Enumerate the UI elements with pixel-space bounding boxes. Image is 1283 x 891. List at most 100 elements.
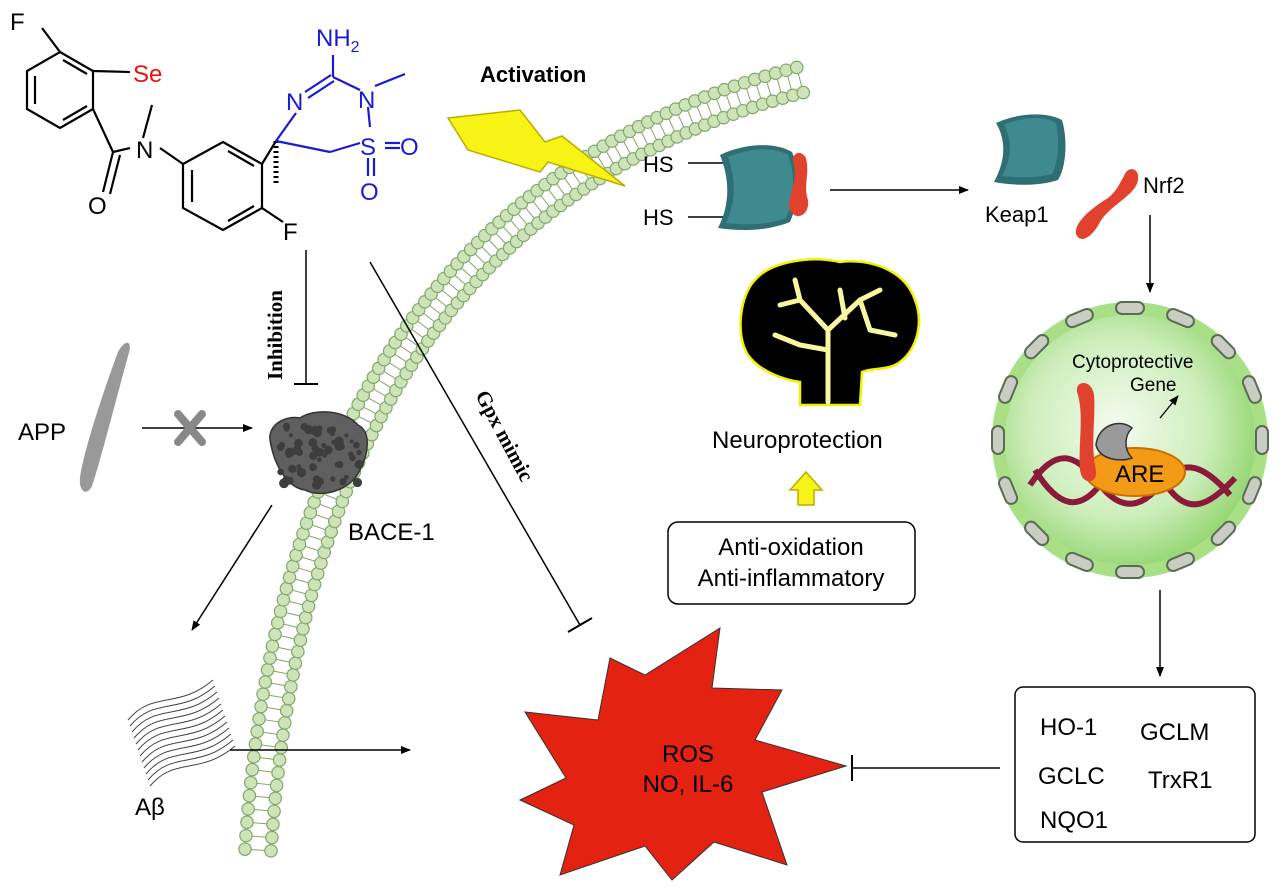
lipid-head (265, 639, 280, 653)
bace-texture-dot (288, 433, 293, 438)
lipid-head (266, 817, 280, 832)
nuclear-pore (1024, 520, 1050, 546)
gene-ho1: HO-1 (1040, 714, 1097, 741)
keap1-nrf2-complex (718, 145, 809, 230)
gpx-mimic-label: Gpx mimic (471, 386, 539, 485)
lipid-head (241, 802, 255, 816)
gene-nqo1: NQO1 (1040, 807, 1108, 834)
selenium-label: Se (133, 61, 162, 88)
nuclear-pore (1065, 551, 1094, 573)
abeta-strand (133, 697, 220, 739)
abeta-fibril (127, 679, 236, 787)
bace-texture-dot (309, 463, 317, 472)
bace-texture-dot (312, 480, 322, 490)
lipid-head (268, 791, 283, 806)
brain-icon (739, 258, 921, 407)
lipid-head (291, 644, 305, 659)
bace-texture-dot (326, 427, 334, 434)
nitrogen-ring-left-label: N (286, 89, 303, 116)
bace-texture-dot (309, 451, 318, 460)
nuclear-pore (1065, 307, 1094, 329)
abeta-strand (131, 691, 218, 733)
bace1-label: BACE-1 (348, 519, 435, 546)
bace-to-abeta-arrow (191, 504, 273, 631)
lipid-head (279, 581, 294, 596)
lipid-head (260, 663, 275, 677)
lipid-head (273, 604, 288, 619)
lipid-head (270, 615, 285, 630)
abeta-strand (141, 721, 228, 763)
nuclear-pore (1241, 375, 1263, 404)
lipid-head (252, 712, 266, 726)
bace-texture-dot (330, 476, 336, 482)
lipid-head (265, 830, 279, 845)
nrf2-protein (1075, 169, 1139, 239)
lipid-head (256, 687, 270, 702)
abeta-strand (129, 685, 216, 727)
app-label: APP (18, 419, 66, 446)
lipid-head (276, 728, 290, 742)
lipid-head (258, 675, 273, 689)
nitrogen-ring-right-label: N (358, 87, 375, 114)
lipid-head (284, 679, 298, 694)
gene-trxr1: TrxR1 (1148, 767, 1212, 794)
benzene-ring-right (181, 140, 264, 232)
lipid-head (274, 740, 289, 755)
bace-texture-dot (344, 433, 349, 438)
anti-effects-box (667, 521, 916, 605)
are-label: ARE (1115, 461, 1164, 488)
lipid-head (268, 627, 282, 642)
bace-texture-dot (288, 464, 297, 473)
lipid-head (279, 703, 294, 718)
lipid-head (254, 699, 268, 714)
bace-texture-dot (352, 477, 363, 488)
ros-label: ROS (662, 741, 714, 768)
bace-texture-dot (321, 443, 327, 448)
bace-texture-dot (356, 449, 362, 456)
nuclear-pore (1255, 425, 1269, 455)
cytoprotective-label: Cytoprotective (1072, 352, 1193, 373)
lipid-head (264, 844, 278, 858)
keap1-protein (994, 114, 1066, 185)
bace-texture-dot (300, 423, 309, 431)
ros-star (518, 627, 848, 881)
bace-texture-dot (297, 467, 307, 478)
fluoro-label-top: F (10, 9, 25, 36)
bace-texture-dot (334, 461, 341, 468)
bace-texture-dot (353, 441, 360, 449)
activation-label: Activation (480, 62, 586, 87)
lipid-head (248, 737, 263, 751)
lipid-head (272, 753, 287, 767)
amine-label: NH2 (316, 25, 360, 56)
lipid-head (243, 775, 258, 790)
bace-texture-dot (323, 445, 333, 455)
nuclear-pore (1115, 301, 1145, 315)
bace-texture-dot (285, 451, 292, 458)
bace-texture-dot (339, 478, 347, 486)
neuroprotection-label: Neuroprotection (712, 427, 883, 454)
keap1-label: Keap1 (985, 202, 1049, 227)
nuclear-pore (1024, 334, 1050, 360)
sulfur-label: S (360, 134, 376, 161)
bace-texture-dot (285, 476, 294, 485)
genes-box (1014, 686, 1256, 843)
anti-oxidation-label: Anti-oxidation (718, 534, 863, 561)
inhibition-label: Inhibition (263, 290, 287, 380)
abeta-strand (127, 679, 214, 721)
lipid-head (246, 750, 261, 764)
oxygen-label: O (88, 193, 107, 220)
lipid-head (240, 815, 254, 830)
lipid-head (267, 804, 281, 819)
bace-texture-dot (316, 457, 322, 463)
sulfonyl-oxygen-label-1: O (400, 134, 419, 161)
gene-gclc: GCLC (1038, 763, 1105, 790)
nuclear-pore (1115, 565, 1145, 579)
abeta-strand (143, 727, 230, 769)
bace-texture-dot (315, 425, 323, 433)
lipid-head (250, 724, 265, 739)
thiadiazine-ring (275, 55, 406, 176)
lipid-head (293, 633, 308, 647)
nuclear-pore (1210, 520, 1236, 546)
